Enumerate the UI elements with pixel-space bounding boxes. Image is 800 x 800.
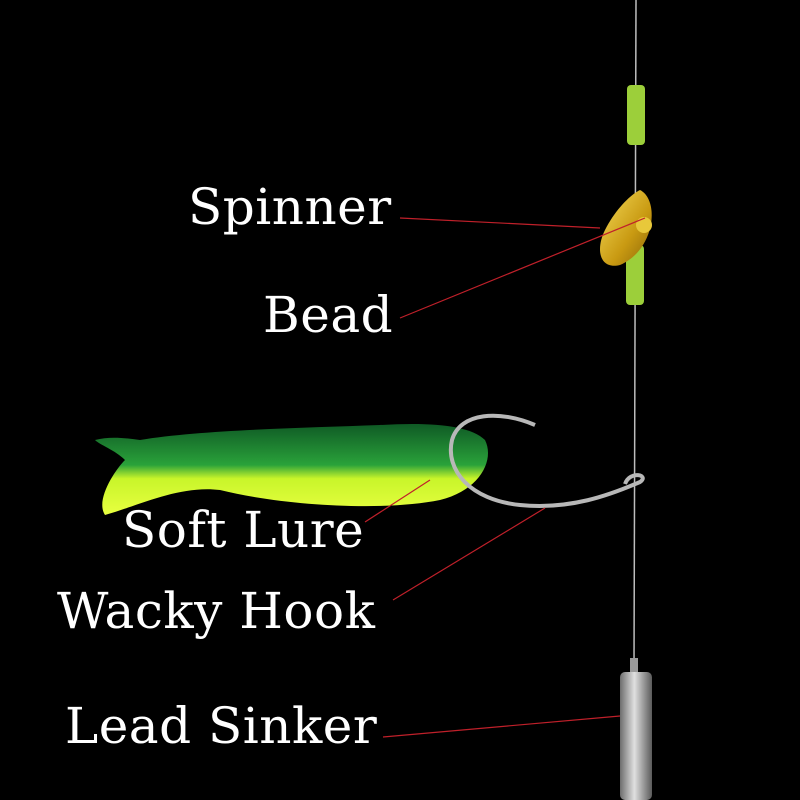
leader-lines (364, 217, 646, 738)
wacky-hook-leader-line (392, 507, 546, 601)
soft-lure-leader-line (364, 479, 431, 523)
spinner-blade (600, 190, 652, 266)
soft-lure-label: Soft Lure (122, 501, 365, 559)
lead-sinker-label: Lead Sinker (65, 697, 378, 755)
bead-upper (627, 85, 645, 145)
spinner-leader-line (399, 217, 601, 229)
bead-leader-line (399, 217, 646, 319)
bead-lower (626, 245, 644, 305)
bead-label: Bead (263, 286, 394, 344)
lead-sinker (620, 658, 652, 800)
wacky-hook (448, 413, 645, 508)
soft-lure (95, 423, 488, 515)
lead-sinker-leader-line (382, 715, 621, 738)
spinner-label: Spinner (188, 178, 392, 236)
wacky-hook-label: Wacky Hook (57, 582, 376, 640)
